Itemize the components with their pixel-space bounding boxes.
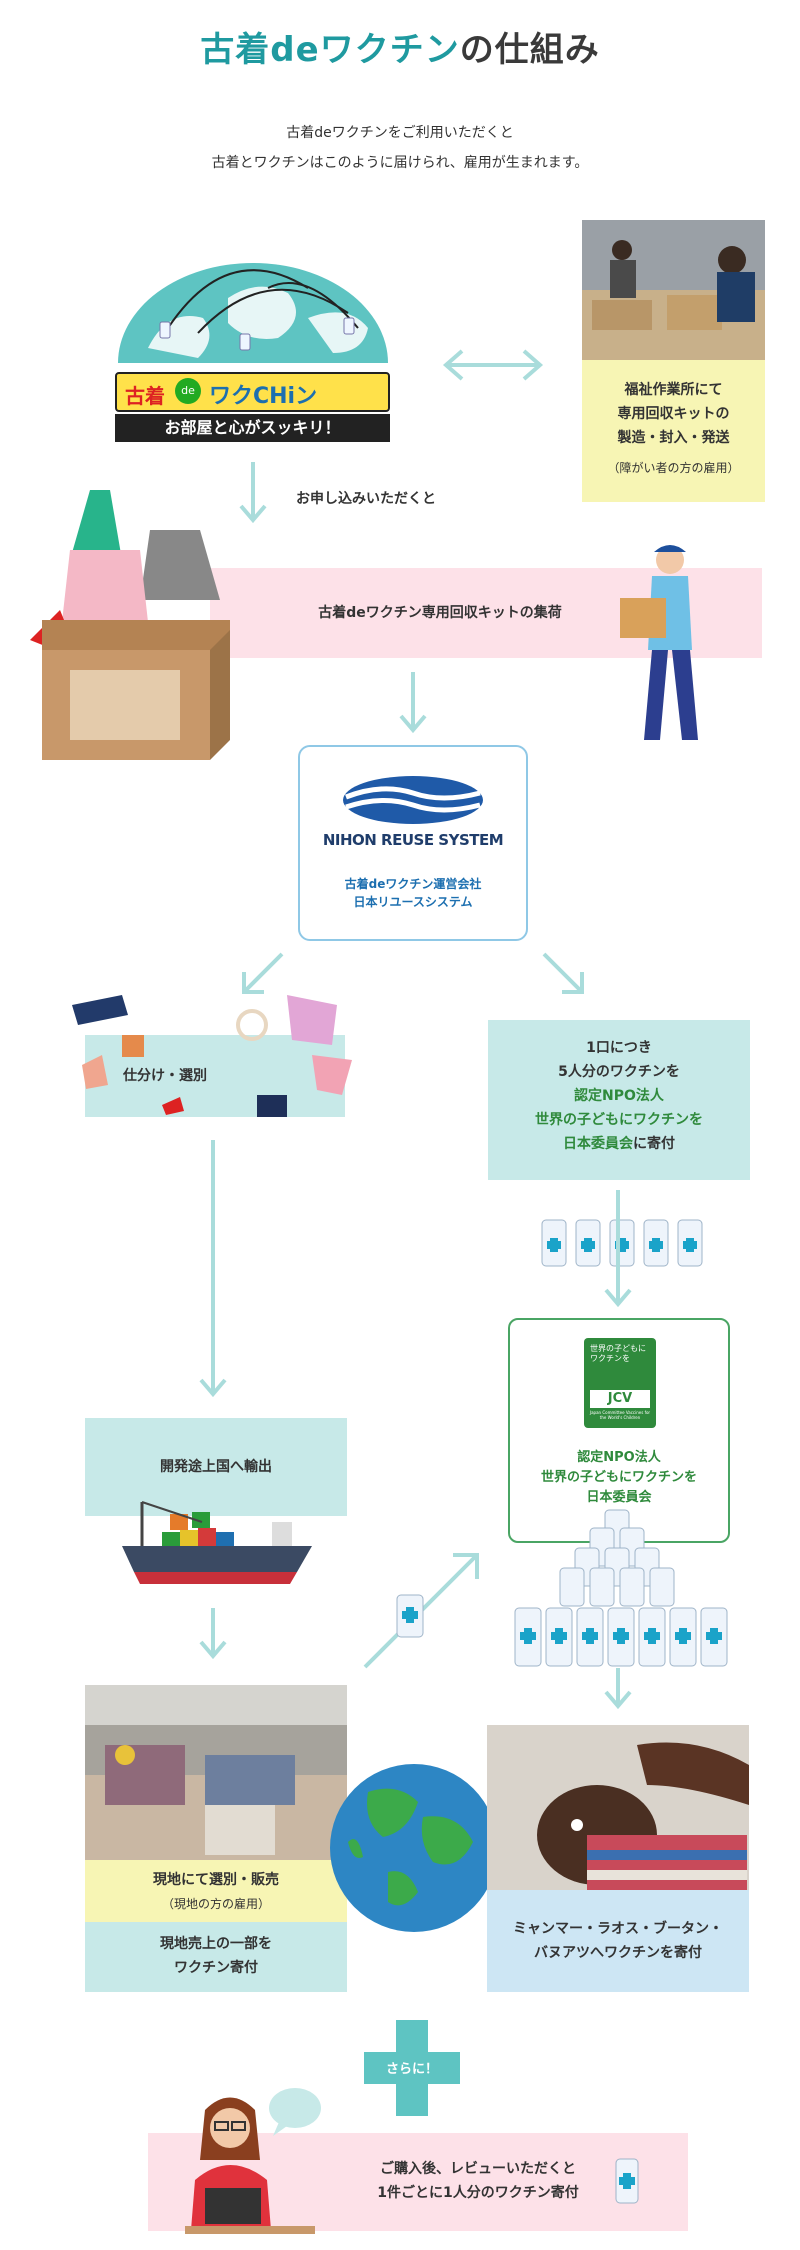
jcv-line-3: 日本委員会 [586, 1490, 652, 1505]
welfare-line-3: 製造・封入・発送 [617, 430, 730, 446]
sort-box: 仕分け・選別 [85, 1035, 345, 1117]
arrow-down-left-icon [238, 950, 288, 1000]
arrow-long-down-icon [198, 1140, 228, 1400]
intro-line-2: 古着とワクチンはこのように届けられ、雇用が生まれます。 [211, 155, 589, 171]
reviewer-woman-illustration [175, 2080, 335, 2240]
double-arrow-icon [438, 345, 548, 385]
arrow-down-right-icon [538, 950, 588, 1000]
arrow-down-icon-2 [398, 672, 428, 734]
local-market-photo [85, 1685, 347, 1861]
jcv-badge-en: Japan Committee Vaccines for the World's… [589, 1410, 651, 1420]
arrow-up-right-icon [355, 1545, 485, 1675]
local-line-1: 現地にて選別・販売 [153, 1872, 279, 1888]
review-line-2: 1件ごとに1人分のワクチン寄付 [377, 2185, 579, 2201]
donate-line-5-org: 日本委員会 [563, 1136, 633, 1152]
earth-globe-illustration [328, 1762, 500, 1934]
collect-label: 古着deワクチン専用回収キットの集荷 [318, 605, 562, 621]
arrow-down-icon-5 [198, 1608, 228, 1660]
arrow-down-icon [238, 462, 268, 524]
donate-line-1: 1口につき [586, 1040, 652, 1056]
local-note: （現地の方の雇用） [161, 1897, 270, 1911]
cargo-ship-illustration [122, 1492, 322, 1602]
page-title-brand: 古着deワクチン [200, 30, 460, 70]
plus-sign-icon: さらに！ [364, 2020, 460, 2116]
brand-logo-vaccine: ワクCHiン [209, 384, 318, 409]
countries-line-2: バヌアツへワクチンを寄付 [534, 1945, 702, 1961]
donate-box: 1口につき 5人分のワクチンを 認定NPO法人 世界の子どもにワクチンを 日本委… [488, 1020, 750, 1180]
nrs-line-1: 古着deワクチン運営会社 [344, 877, 482, 891]
brand-logo-furugi: 古着 [125, 384, 165, 408]
brand-logo-tagline: お部屋と心がスッキリ！ [115, 414, 390, 442]
vaccine-vial-icon [614, 2155, 640, 2205]
intro-line-1: 古着deワクチンをご利用いただくと [286, 125, 514, 141]
jcv-caption: 認定NPO法人 世界の子どもにワクチンを 日本委員会 [510, 1448, 728, 1508]
review-line-1: ご購入後、レビューいただくと [380, 2161, 576, 2177]
jcv-line-1: 認定NPO法人 [577, 1450, 661, 1465]
more-label: さらに！ [385, 2062, 438, 2077]
welfare-workshop-box: 福祉作業所にて 専用回収キットの 製造・封入・発送 （障がい者の方の雇用） [582, 360, 765, 502]
welfare-note: （障がい者の方の雇用） [607, 461, 740, 475]
local-line-2: 現地売上の一部を [160, 1936, 272, 1952]
nrs-caption: 古着deワクチン運営会社 日本リユースシステム [300, 875, 526, 911]
countries-line-1: ミャンマー・ラオス・ブータン・ [513, 1921, 723, 1937]
jcv-badge-abbr: JCV [590, 1390, 650, 1408]
nrs-card: NIHON REUSE SYSTEM 古着deワクチン運営会社 日本リユースシス… [298, 745, 528, 941]
nrs-logo-icon [342, 775, 484, 825]
sort-label: 仕分け・選別 [123, 1068, 207, 1084]
local-sale-box: 現地にて選別・販売 （現地の方の雇用） [85, 1860, 347, 1922]
jcv-badge: 世界の子どもにワクチンを JCV Japan Committee Vaccine… [584, 1338, 656, 1428]
jcv-line-2: 世界の子どもにワクチンを [540, 1470, 697, 1485]
clothes-box-illustration [30, 490, 230, 770]
brand-logo-de: de [175, 378, 201, 404]
nrs-logo-text: NIHON REUSE SYSTEM [322, 831, 504, 849]
countries-box: ミャンマー・ラオス・ブータン・ バヌアツへワクチンを寄付 [487, 1890, 749, 1992]
local-line-3: ワクチン寄付 [174, 1960, 258, 1976]
review-text: ご購入後、レビューいただくと 1件ごとに1人分のワクチン寄付 [308, 2157, 648, 2205]
world-map-image [108, 258, 398, 368]
donate-line-2: 5人分のワクチンを [558, 1064, 680, 1080]
nrs-line-2: 日本リユースシステム [353, 895, 473, 909]
jcv-badge-jp: 世界の子どもにワクチンを [590, 1344, 646, 1363]
welfare-line-1: 福祉作業所にて [624, 382, 723, 398]
delivery-person-illustration [612, 540, 722, 750]
welfare-workshop-photo [582, 220, 765, 360]
page-title: 古着deワクチンの仕組み [0, 22, 800, 71]
child-vaccination-photo [487, 1725, 749, 1890]
export-box: 開発途上国へ輸出 [85, 1418, 347, 1516]
vaccine-vials-row [540, 1210, 710, 1270]
vaccine-vials-pyramid [510, 1508, 735, 1673]
arrow-down-icon-3 [603, 1190, 633, 1310]
page-title-suffix: の仕組み [459, 30, 600, 70]
jcv-card: 世界の子どもにワクチンを JCV Japan Committee Vaccine… [508, 1318, 730, 1543]
donate-line-4: 世界の子どもにワクチンを [535, 1112, 703, 1128]
brand-logo: 古着 de ワクCHiン [115, 372, 390, 412]
donate-line-5-rest: に寄付 [633, 1136, 675, 1152]
export-label: 開発途上国へ輸出 [160, 1459, 272, 1475]
welfare-line-2: 専用回収キットの [617, 406, 730, 422]
arrow-down-icon-4 [603, 1668, 633, 1710]
intro-text: 古着deワクチンをご利用いただくと 古着とワクチンはこのように届けられ、雇用が生… [0, 118, 800, 178]
sorted-clothes-illustration [62, 985, 362, 1135]
donate-line-3: 認定NPO法人 [574, 1088, 664, 1104]
apply-label: お申し込みいただくと [296, 491, 436, 507]
local-donate-box: 現地売上の一部を ワクチン寄付 [85, 1922, 347, 1992]
